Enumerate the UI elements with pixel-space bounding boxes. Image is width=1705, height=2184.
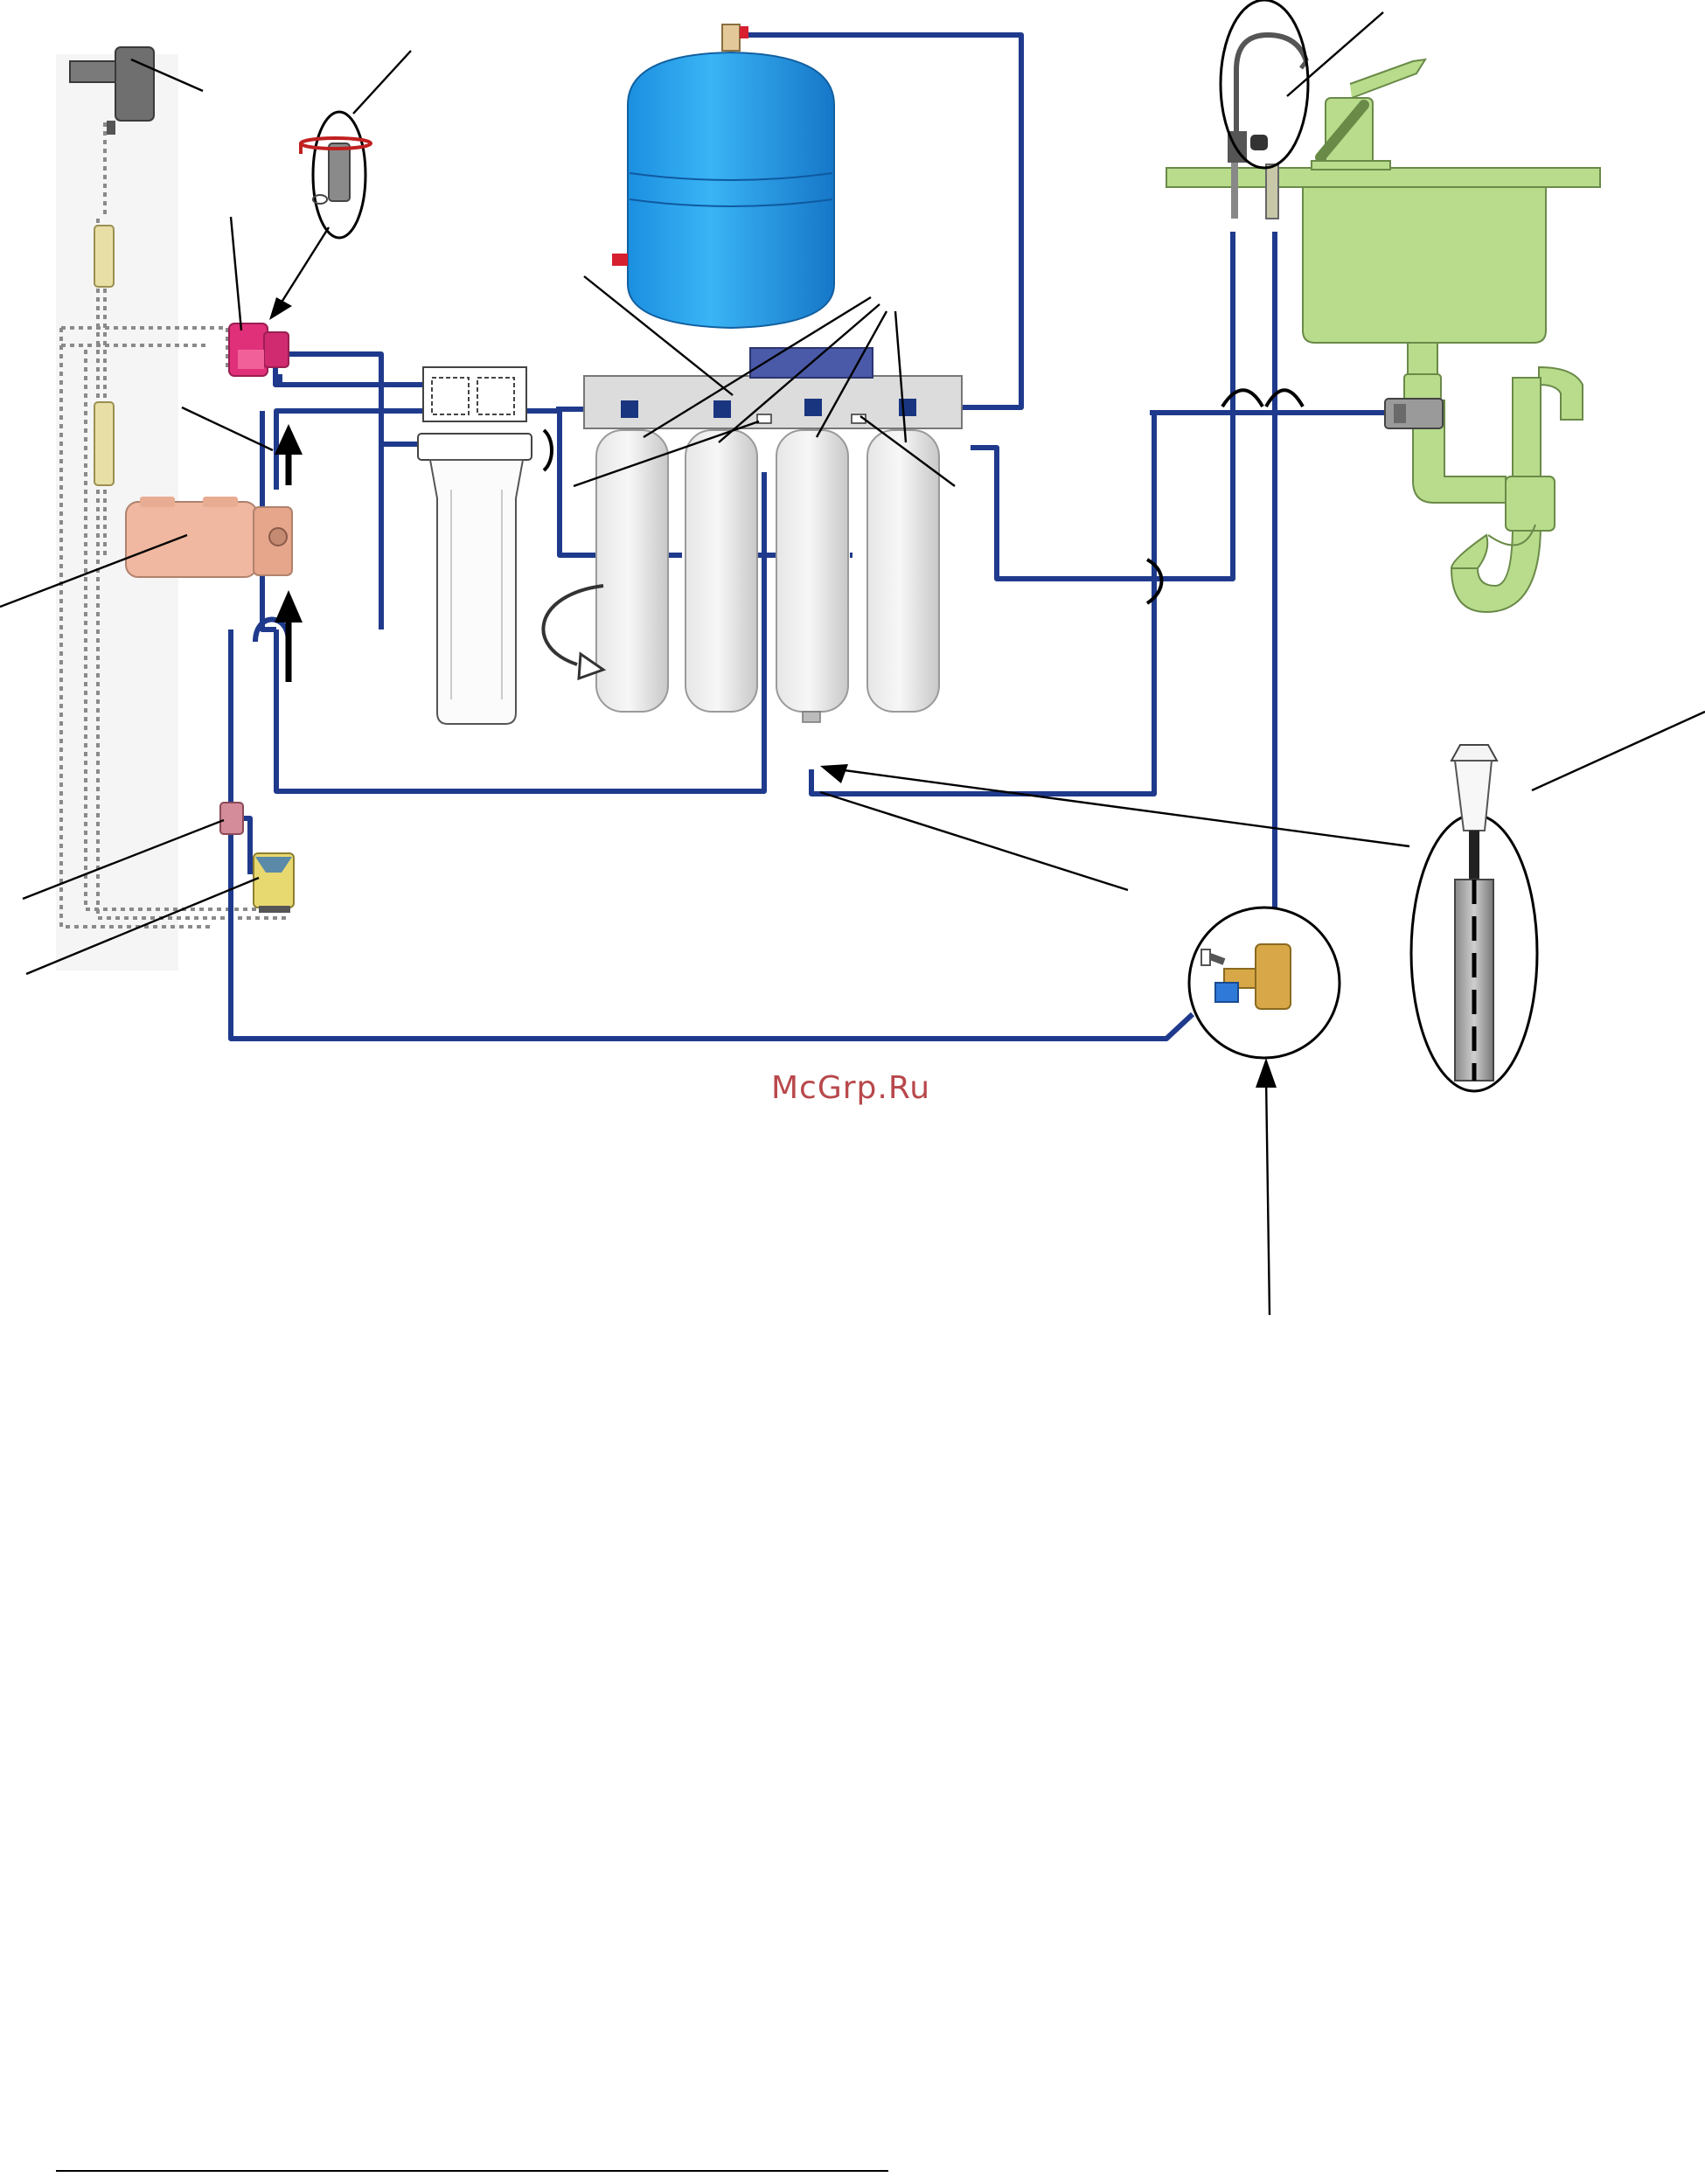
- low-pressure-switch-icon: [253, 852, 295, 913]
- solenoid-valve-icon: [228, 323, 289, 377]
- watermark-text: McGrp.Ru: [771, 1070, 931, 1106]
- callout-leader-lines: [0, 11, 1705, 1316]
- flow-restrictor-icon: [219, 802, 244, 835]
- cartridge-icon: [595, 429, 940, 723]
- flow-arrow-icon: [275, 424, 303, 682]
- check-valve-detail-icon: [299, 110, 372, 240]
- pre-filter-housing-icon: [417, 366, 532, 725]
- mixer-faucet-icon: [1311, 58, 1427, 170]
- faucet-highlight-oval: [1219, 0, 1310, 170]
- drain-saddle-icon: [1384, 398, 1444, 429]
- footnote-divider: [56, 2170, 888, 2172]
- rotate-arrow-icon: [541, 584, 607, 681]
- clean-water-faucet-icon: [1228, 31, 1309, 219]
- storage-tank-icon: [612, 24, 835, 330]
- wire-connector-icon: [94, 225, 115, 486]
- filter-manifold-block: [583, 347, 963, 429]
- power-adapter-icon: [69, 46, 155, 135]
- drain-flow-restrictor-icon: [1409, 744, 1539, 1093]
- booster-pump-icon: [125, 497, 293, 578]
- feed-water-tee-valve-icon: [1187, 906, 1341, 1060]
